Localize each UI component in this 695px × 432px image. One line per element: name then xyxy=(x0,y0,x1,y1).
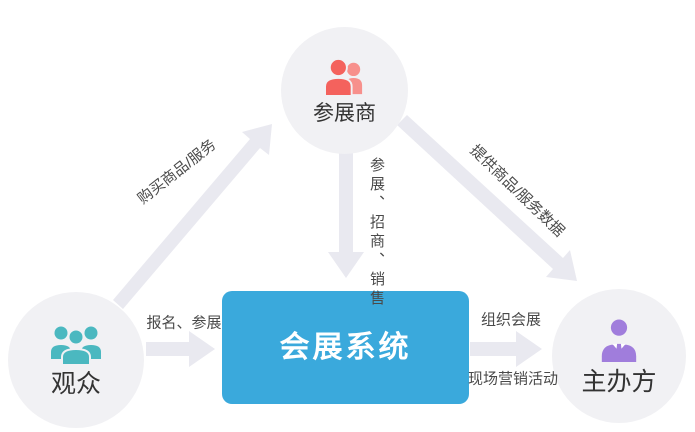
system-box-label: 会展系统 xyxy=(279,330,412,364)
edge-label-exhibit-invest-sell: 参展、招商、销售 xyxy=(368,157,385,309)
arrow-exhibitor-to-system xyxy=(328,152,364,278)
arrow-visitor-to-exhibitor xyxy=(113,124,272,309)
arrow-exhibitor-to-organizer xyxy=(397,115,577,281)
edge-label-organize: 组织会展 xyxy=(480,311,542,329)
node-visitor: 观众 xyxy=(8,292,144,428)
node-organizer: 主办方 xyxy=(552,289,686,423)
node-organizer-label: 主办方 xyxy=(581,368,657,396)
node-exhibitor: 参展商 xyxy=(281,27,408,154)
two-people-icon xyxy=(322,57,368,97)
edge-label-register: 报名、参展 xyxy=(146,314,222,332)
arrow-group xyxy=(113,115,577,367)
arrow-system-to-organizer xyxy=(470,331,542,367)
three-people-icon xyxy=(50,323,102,366)
node-exhibitor-label: 参展商 xyxy=(313,101,376,125)
arrow-visitor-to-system xyxy=(146,331,215,367)
node-visitor-label: 观众 xyxy=(50,370,101,398)
businessman-icon xyxy=(598,317,640,363)
edge-label-onsite-marketing: 现场营销活动 xyxy=(467,370,559,388)
system-box: 会展系统 xyxy=(222,291,469,404)
